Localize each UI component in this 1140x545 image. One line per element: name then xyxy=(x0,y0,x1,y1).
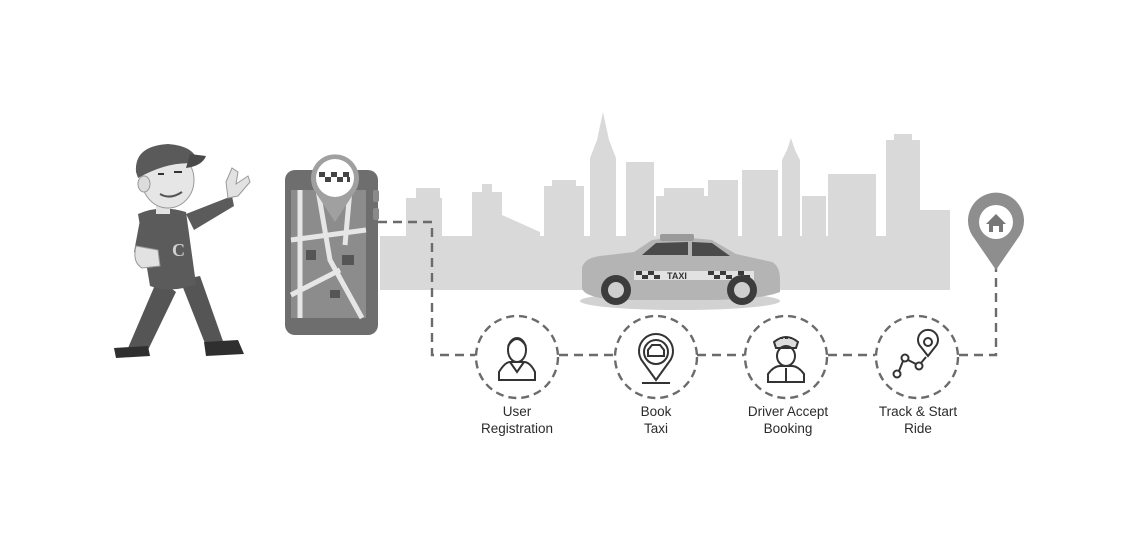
taxi-pin-icon xyxy=(638,333,674,384)
step-label-driver-accept: Driver Accept Booking xyxy=(713,403,863,437)
home-location-pin-icon xyxy=(968,192,1024,270)
step-track-start-ride xyxy=(874,314,960,400)
step-book-taxi xyxy=(613,314,699,400)
flow-path xyxy=(378,220,998,357)
waving-person-illustration: C xyxy=(114,144,251,358)
step-label-book-taxi: Book Taxi xyxy=(581,403,731,437)
driver-icon xyxy=(767,336,805,383)
step-driver-accept xyxy=(743,314,829,400)
step-user-registration xyxy=(474,314,560,400)
taxi-sign: TAXI xyxy=(667,271,687,281)
shirt-logo: C xyxy=(172,240,185,260)
step-label-line2: Booking xyxy=(763,421,813,436)
step-label-line2: Taxi xyxy=(643,421,668,436)
step-label-line2: Registration xyxy=(480,421,554,436)
user-icon xyxy=(498,337,536,381)
city-skyline xyxy=(380,112,950,290)
taxi-car: TAXI xyxy=(580,234,780,310)
step-label-line1: Track & Start xyxy=(878,404,958,419)
taxi-location-pin-icon xyxy=(311,154,360,222)
step-label-line1: User xyxy=(502,404,532,419)
step-label-line1: Book xyxy=(640,404,672,419)
step-label-line1: Driver Accept xyxy=(747,404,829,419)
route-icon xyxy=(892,328,939,379)
step-label-line2: Ride xyxy=(904,421,932,436)
step-label-track-start: Track & Start Ride xyxy=(843,403,993,437)
step-label-user-registration: User Registration xyxy=(442,403,592,437)
